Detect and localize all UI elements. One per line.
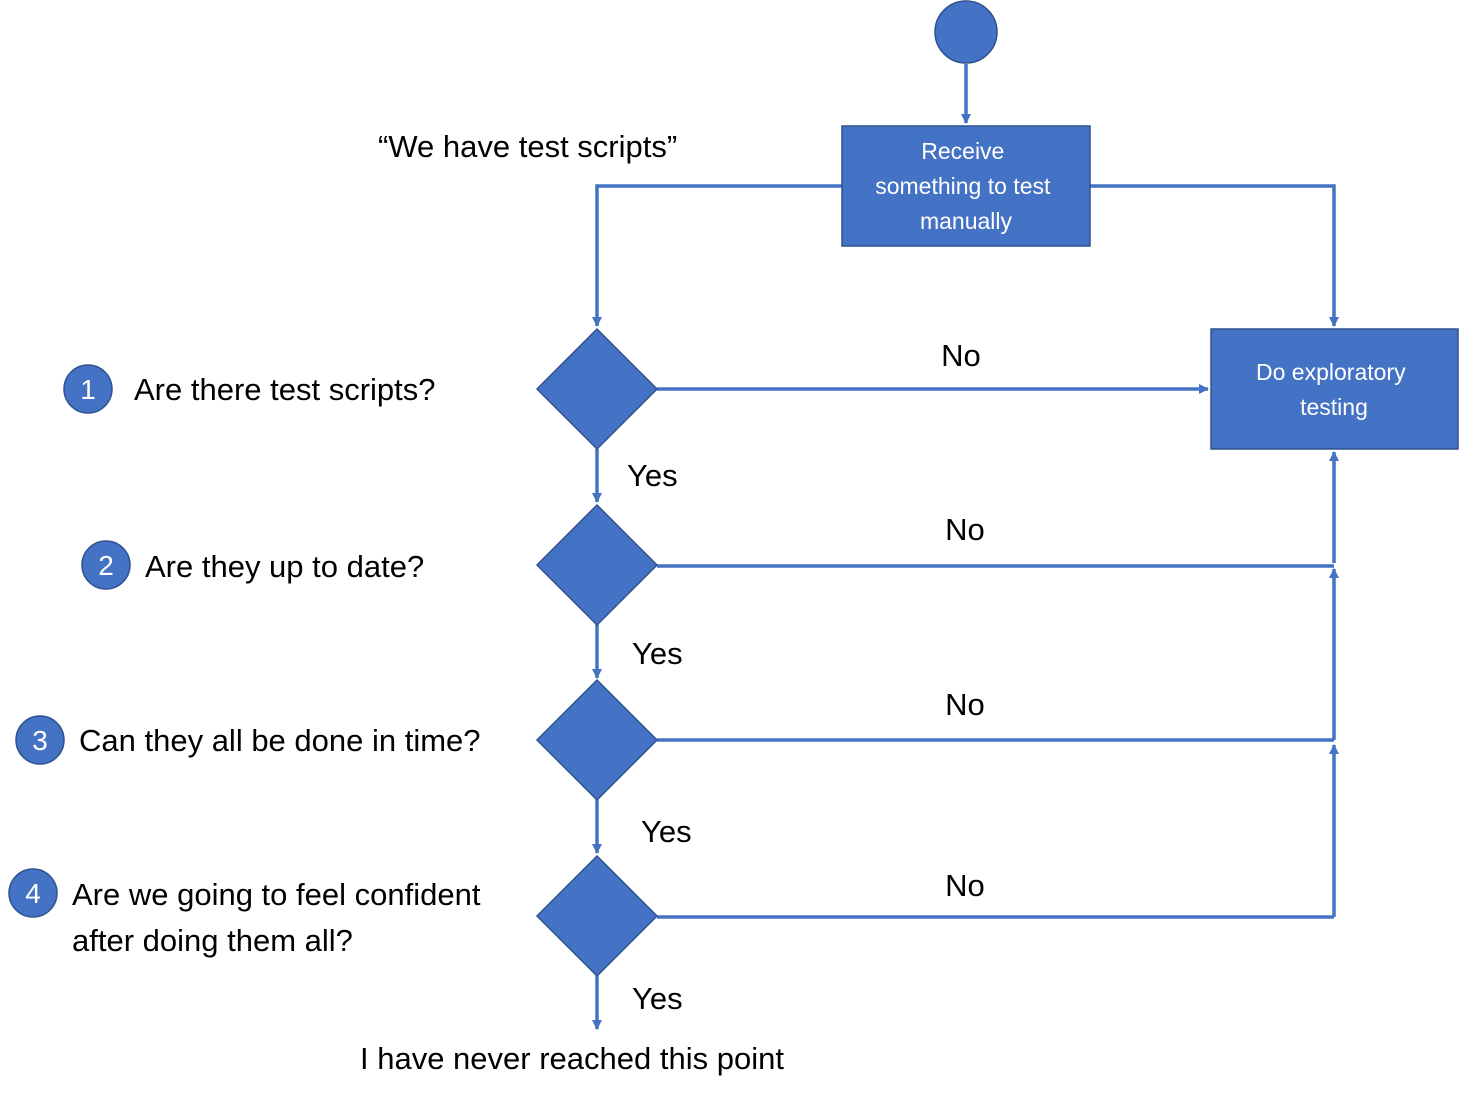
receive-box-label: Receive something to test manually [875, 138, 1057, 234]
end-label: I have never reached this point [360, 1041, 784, 1076]
question-4-label: Are we going to feel confident after doi… [72, 877, 489, 958]
number-badge-1-label: 1 [80, 374, 96, 405]
number-badge-3-label: 3 [32, 725, 48, 756]
number-badge-4-label: 4 [25, 878, 41, 909]
question-4-line: Are we going to feel confident [72, 877, 481, 912]
yes-label-1: Yes [627, 458, 678, 493]
yes-label-2: Yes [632, 636, 683, 671]
question-2-label: Are they up to date? [145, 549, 424, 584]
yes-label-4: Yes [632, 981, 683, 1016]
question-1-label: Are there test scripts? [134, 372, 436, 407]
exploratory-box-line: testing [1300, 394, 1368, 420]
no-label-4: No [945, 868, 985, 903]
number-badge-3 [15, 715, 65, 765]
exploratory-box-label: Do exploratory testing [1256, 359, 1412, 420]
receive-box: Receive something to test manually [841, 125, 1091, 247]
yes-label-3: Yes [641, 814, 692, 849]
receive-to-exploratory-arrow [1090, 184, 1339, 327]
question-4-line: after doing them all? [72, 923, 353, 958]
receive-box-line: something to test [875, 173, 1051, 199]
question-3-label: Can they all be done in time? [79, 723, 481, 758]
no-label-1: No [941, 338, 981, 373]
receive-box-line: Receive [921, 138, 1004, 164]
no-label-2: No [945, 512, 985, 547]
exploratory-box-shape [1210, 328, 1459, 450]
number-badge-1 [63, 364, 113, 414]
number-badge-2 [81, 540, 131, 590]
start-node [934, 0, 998, 64]
no-label-3: No [945, 687, 985, 722]
exploratory-box-line: Do exploratory [1256, 359, 1406, 385]
exploratory-box: Do exploratory testing [1210, 328, 1459, 450]
decision-diamond-3 [535, 678, 659, 802]
receive-box-shape [841, 125, 1091, 247]
connectors [592, 64, 1339, 1030]
number-badge-4 [8, 868, 58, 918]
quote-label: “We have test scripts” [378, 129, 677, 164]
receive-box-line: manually [920, 208, 1013, 234]
decision-diamond-4 [535, 854, 659, 978]
decision-diamond-1 [535, 327, 659, 451]
decision-diamond-2 [535, 503, 659, 627]
number-badge-2-label: 2 [98, 550, 114, 581]
receive-to-question-1-arrow [592, 184, 842, 327]
